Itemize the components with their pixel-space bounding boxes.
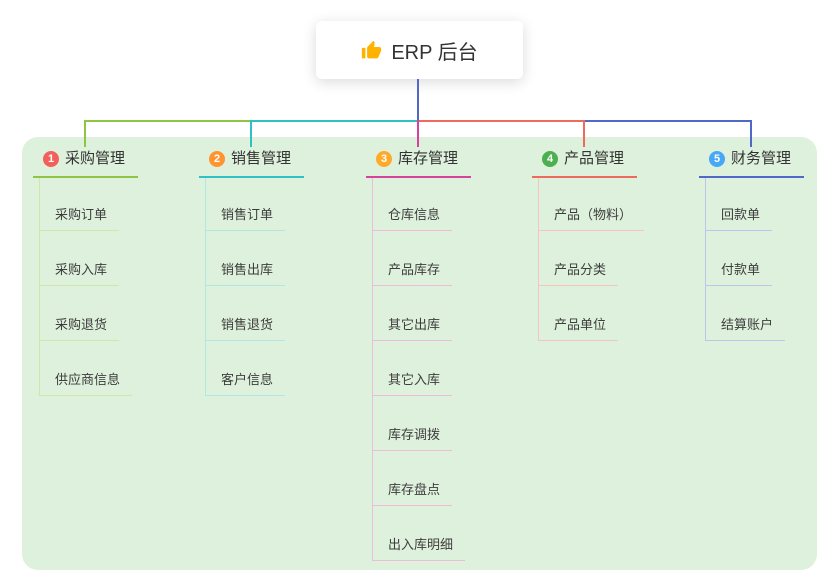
- child-node[interactable]: 其它出库: [380, 317, 453, 341]
- branch-label: 财务管理: [731, 150, 792, 167]
- child-node[interactable]: 回款单: [713, 207, 773, 231]
- branch-label: 库存管理: [398, 150, 459, 167]
- child-connector-line: [705, 285, 713, 286]
- branch-drop-line: [84, 120, 86, 147]
- child-connector-line: [705, 340, 713, 341]
- child-node[interactable]: 产品库存: [380, 262, 453, 286]
- child-node[interactable]: 产品单位: [546, 317, 619, 341]
- child-connector-line: [538, 340, 546, 341]
- root-connector-line: [417, 79, 419, 121]
- child-connector-line: [538, 230, 546, 231]
- child-connector-line: [372, 560, 380, 561]
- branch-number-badge: 5: [709, 151, 725, 167]
- child-node[interactable]: 客户信息: [213, 372, 286, 396]
- child-connector-line: [372, 230, 380, 231]
- child-connector-line: [372, 285, 380, 286]
- child-connector-line: [39, 230, 47, 231]
- child-node[interactable]: 销售出库: [213, 262, 286, 286]
- branch-label: 产品管理: [564, 150, 625, 167]
- branch-drop-line: [417, 120, 419, 147]
- child-node[interactable]: 其它入库: [380, 372, 453, 396]
- child-node[interactable]: 销售退货: [213, 317, 286, 341]
- child-node[interactable]: 采购入库: [47, 262, 120, 286]
- branch-node[interactable]: 4 产品管理: [532, 146, 637, 178]
- children-spine-line: [372, 178, 373, 561]
- child-connector-line: [39, 395, 47, 396]
- child-connector-line: [538, 285, 546, 286]
- children-spine-line: [39, 178, 40, 396]
- branch-label: 销售管理: [231, 150, 292, 167]
- thumbs-up-icon: [362, 40, 382, 58]
- branch-label: 采购管理: [65, 150, 126, 167]
- branch-connector-line: [251, 120, 418, 122]
- child-connector-line: [205, 230, 213, 231]
- child-node[interactable]: 库存盘点: [380, 482, 453, 506]
- child-node[interactable]: 结算账户: [713, 317, 786, 341]
- branch-connector-line: [85, 120, 251, 122]
- root-label: ERP 后台: [391, 41, 478, 64]
- child-connector-line: [205, 285, 213, 286]
- child-connector-line: [205, 395, 213, 396]
- children-spine-line: [705, 178, 706, 341]
- branch-node[interactable]: 5 财务管理: [699, 146, 804, 178]
- child-node[interactable]: 采购退货: [47, 317, 120, 341]
- branch-node[interactable]: 3 库存管理: [366, 146, 471, 178]
- child-connector-line: [372, 505, 380, 506]
- children-spine-line: [205, 178, 206, 396]
- child-connector-line: [372, 340, 380, 341]
- child-node[interactable]: 出入库明细: [380, 537, 466, 561]
- child-node[interactable]: 库存调拨: [380, 427, 453, 451]
- branch-node[interactable]: 2 销售管理: [199, 146, 304, 178]
- child-connector-line: [39, 340, 47, 341]
- child-connector-line: [205, 340, 213, 341]
- branch-number-badge: 4: [542, 151, 558, 167]
- branch-number-badge: 2: [209, 151, 225, 167]
- root-node[interactable]: ERP 后台: [316, 21, 523, 79]
- child-connector-line: [39, 285, 47, 286]
- branch-connector-line: [584, 120, 751, 122]
- child-node[interactable]: 销售订单: [213, 207, 286, 231]
- branch-number-badge: 1: [43, 151, 59, 167]
- branch-drop-line: [583, 120, 585, 147]
- child-node[interactable]: 付款单: [713, 262, 773, 286]
- background-panel: [22, 137, 817, 570]
- child-node[interactable]: 仓库信息: [380, 207, 453, 231]
- branch-drop-line: [250, 120, 252, 147]
- child-node[interactable]: 产品分类: [546, 262, 619, 286]
- children-spine-line: [538, 178, 539, 341]
- child-connector-line: [372, 450, 380, 451]
- branch-drop-line: [750, 120, 752, 147]
- child-node[interactable]: 供应商信息: [47, 372, 133, 396]
- child-node[interactable]: 产品（物料）: [546, 207, 645, 231]
- branch-number-badge: 3: [376, 151, 392, 167]
- child-connector-line: [372, 395, 380, 396]
- child-connector-line: [705, 230, 713, 231]
- branch-node[interactable]: 1 采购管理: [33, 146, 138, 178]
- child-node[interactable]: 采购订单: [47, 207, 120, 231]
- branch-connector-line: [418, 120, 584, 122]
